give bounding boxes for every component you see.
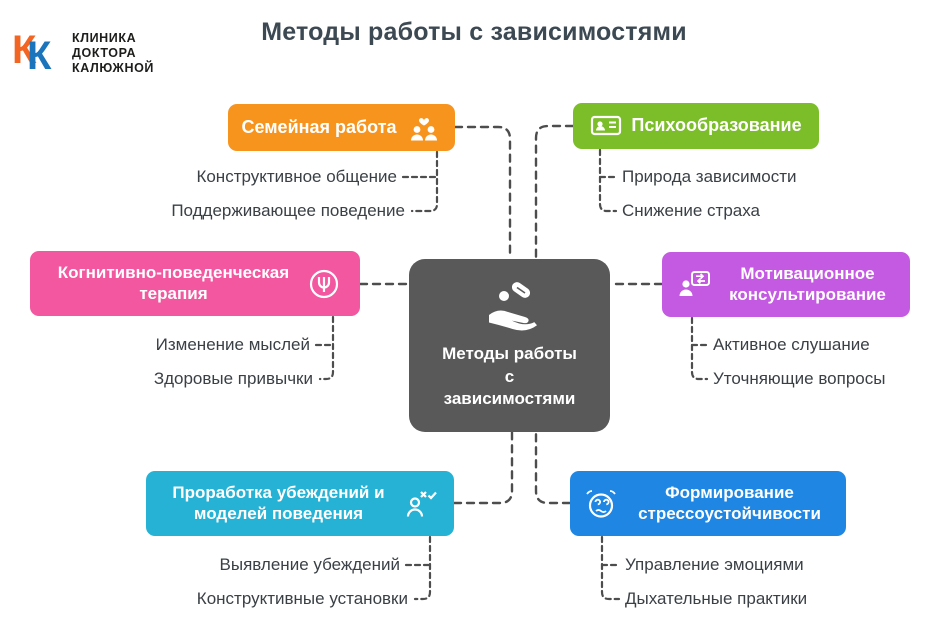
beliefs-check-cross-icon (404, 487, 438, 521)
branch-node-cbt: Когнитивно-поведенческая терапия (30, 251, 360, 316)
psi-therapy-icon (307, 267, 341, 301)
sub-item-stress-2: Дыхательные практики (625, 589, 808, 608)
hand-pills-icon (481, 280, 539, 337)
logo-line-1: КЛИНИКА (72, 30, 137, 45)
logo-letter-k-blue: К (27, 34, 52, 78)
branch-label-family-work: Семейная работа (241, 116, 397, 137)
branch-label-beliefs-work: Проработка убеждений и моделей поведения (172, 482, 385, 523)
connector-family-center (453, 125, 512, 260)
branch-label-stress-resilience: Формирование стрессоустойчивости (638, 482, 821, 523)
branch-node-psychoeducation: Психообразование (573, 103, 819, 149)
logo-line-3: КАЛЮЖНОЙ (72, 60, 154, 75)
sub-item-psychoeducation-2: Снижение страха (622, 201, 761, 220)
clinic-logo-text: КЛИНИКА ДОКТОРА КАЛЮЖНОЙ (72, 31, 154, 76)
branch-label-motivational-counseling: Мотивационное консультирование (729, 263, 886, 304)
center-label-line-1: Методы работы (442, 344, 577, 364)
motivational-dialog-icon (677, 269, 711, 301)
branch-node-beliefs-work: Проработка убеждений и моделей поведения (146, 471, 454, 536)
clinic-logo-mark: К К (12, 28, 66, 78)
logo-line-2: ДОКТОРА (72, 45, 137, 60)
logo-letter-k-orange: К (12, 28, 37, 72)
stress-dizzy-face-icon (584, 487, 618, 521)
psychoeducation-board-icon (590, 112, 622, 140)
connector-psychoeducation-center (534, 124, 575, 260)
stem-motivational (690, 316, 709, 381)
stem-stress (600, 535, 621, 601)
sub-item-beliefs-1: Выявление убеждений (219, 555, 400, 574)
branch-label-cbt: Когнитивно-поведенческая терапия (57, 262, 290, 303)
clinic-logo: К К КЛИНИКА ДОКТОРА КАЛЮЖНОЙ (12, 28, 154, 78)
stem-family (410, 150, 439, 213)
sub-item-psychoeducation-1: Природа зависимости (622, 167, 797, 186)
stem-beliefs (413, 535, 432, 601)
sub-item-family-1: Конструктивное общение (196, 167, 397, 186)
sub-item-cbt-2: Здоровые привычки (153, 369, 313, 388)
sub-item-motivational-2: Уточняющие вопросы (713, 369, 886, 388)
stem-cbt (318, 315, 335, 381)
center-node-label: Методы работы с зависимостями (442, 343, 577, 410)
sub-item-motivational-1: Активное слушание (713, 335, 870, 354)
branch-label-psychoeducation: Психообразование (631, 115, 802, 136)
branch-node-family-work: Семейная работа (228, 104, 455, 151)
sub-item-cbt-1: Изменение мыслей (155, 335, 310, 354)
family-heart-icon (406, 112, 442, 144)
sub-item-stress-1: Управление эмоциями (625, 555, 804, 574)
sub-item-family-2: Поддерживающее поведение (171, 201, 405, 220)
stem-psychoeducation (598, 148, 618, 213)
page-title: Методы работы с зависимостями (261, 18, 687, 46)
branch-node-stress-resilience: Формирование стрессоустойчивости (570, 471, 846, 536)
center-label-line-2: с (504, 366, 515, 386)
center-node: Методы работы с зависимостями (409, 259, 610, 432)
branch-node-motivational-counseling: Мотивационное консультирование (662, 252, 910, 317)
connector-stress-center (534, 430, 572, 505)
center-label-line-3: зависимостями (443, 389, 576, 409)
sub-item-beliefs-2: Конструктивные установки (196, 589, 408, 608)
connector-beliefs-center (452, 430, 514, 505)
